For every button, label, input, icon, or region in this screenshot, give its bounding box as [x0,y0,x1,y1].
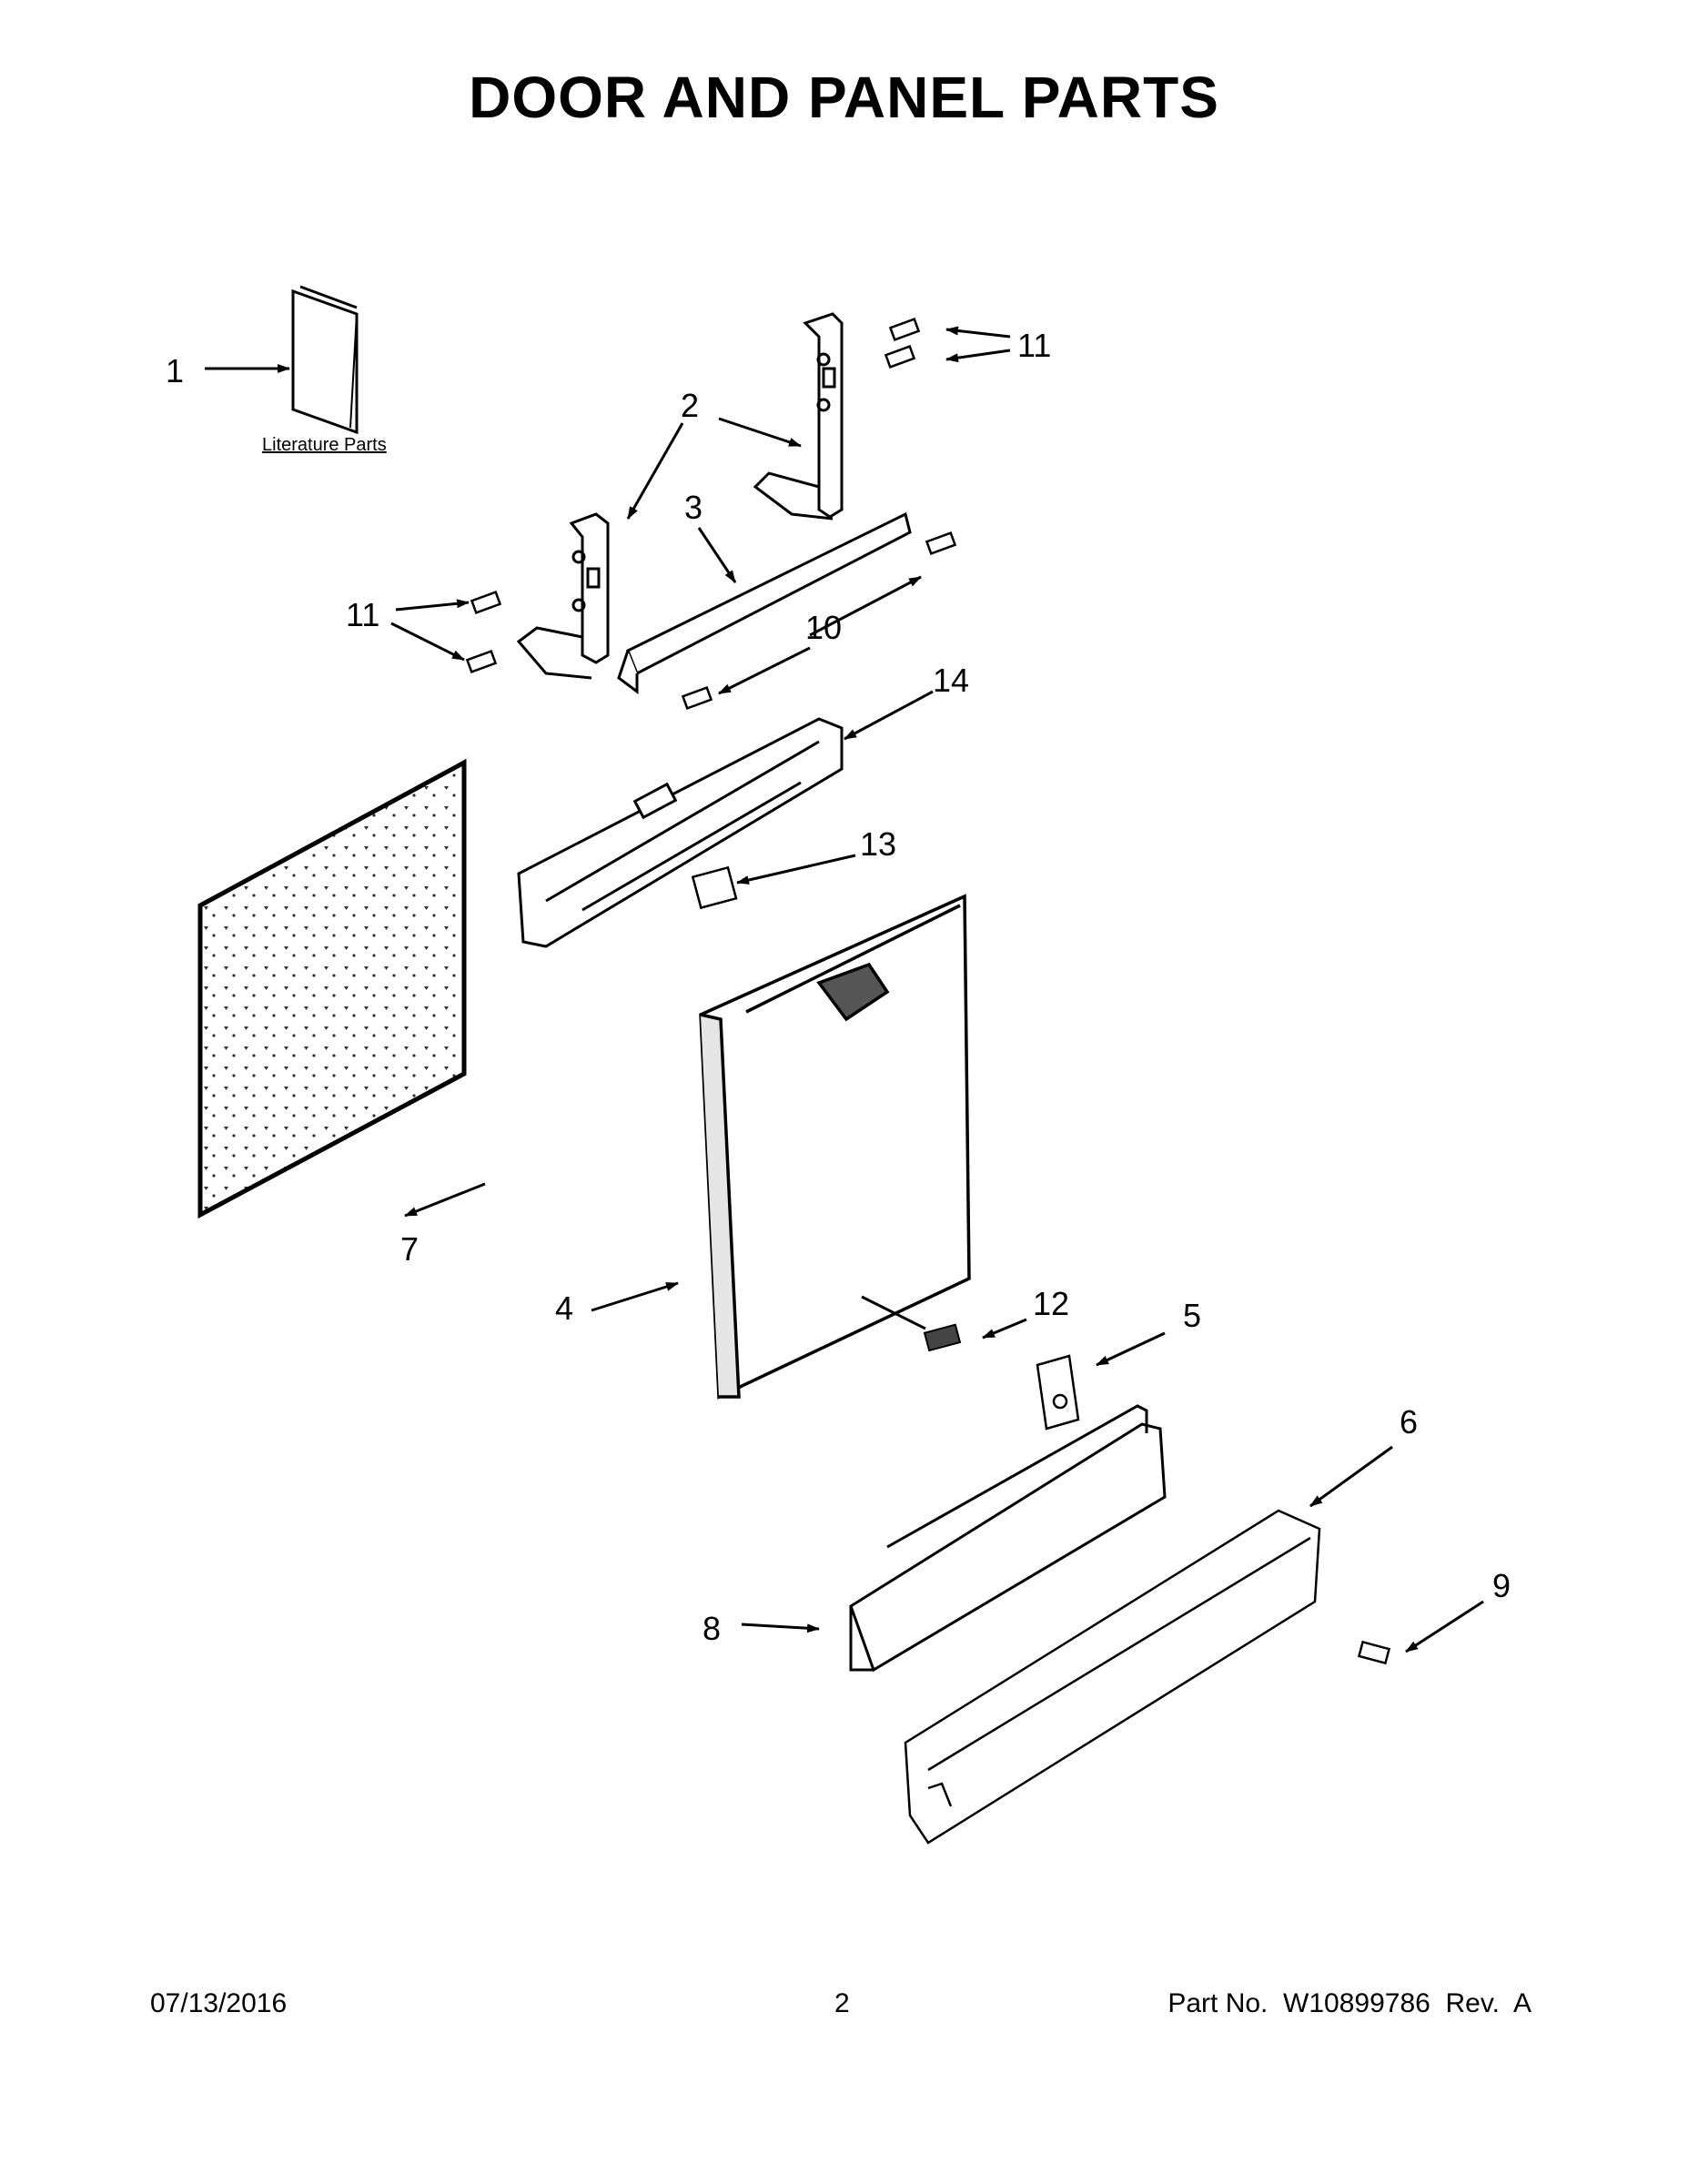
footer-part-number: Part No. W10899786 Rev. A [1167,1988,1531,2018]
screw-part-9 [1357,1640,1391,1665]
callout-14: 14 [933,662,970,699]
callout-10: 10 [805,609,843,646]
callout-2: 2 [681,387,700,424]
callout-11-left: 11 [346,596,380,633]
literature-parts-label: Literature Parts [262,435,387,455]
literature-booklet [291,285,359,435]
callout-4: 4 [555,1289,574,1327]
callout-3: 3 [684,489,703,526]
page-title: DOOR AND PANEL PARTS [469,65,1219,130]
screws [465,318,957,710]
hinge-bracket-right [753,312,844,521]
control-console-bracket [517,717,844,948]
hinge-bracket-left [516,512,610,680]
callout-12: 12 [1033,1285,1070,1322]
footer-page-number: 2 [834,1988,850,2018]
callout-11-top: 11 [1017,327,1052,364]
latch-clip [691,865,738,910]
leader-arrows [205,326,1484,1653]
callout-1: 1 [166,352,185,389]
toe-panel-bracket [904,1509,1321,1845]
panel-clip [1036,1354,1080,1431]
outer-door-panel [699,894,971,1400]
callout-5: 5 [1183,1297,1202,1334]
callout-9: 9 [1492,1567,1511,1604]
footer-date: 07/13/2016 [150,1988,288,2018]
toe-panel-block [849,1404,1167,1673]
callout-8: 8 [702,1610,722,1647]
callout-7: 7 [400,1230,419,1268]
door-liner-panel [197,758,467,1219]
callout-6: 6 [1400,1403,1419,1441]
door-rail [617,511,912,694]
callout-13: 13 [860,825,897,863]
badge [861,1295,962,1352]
